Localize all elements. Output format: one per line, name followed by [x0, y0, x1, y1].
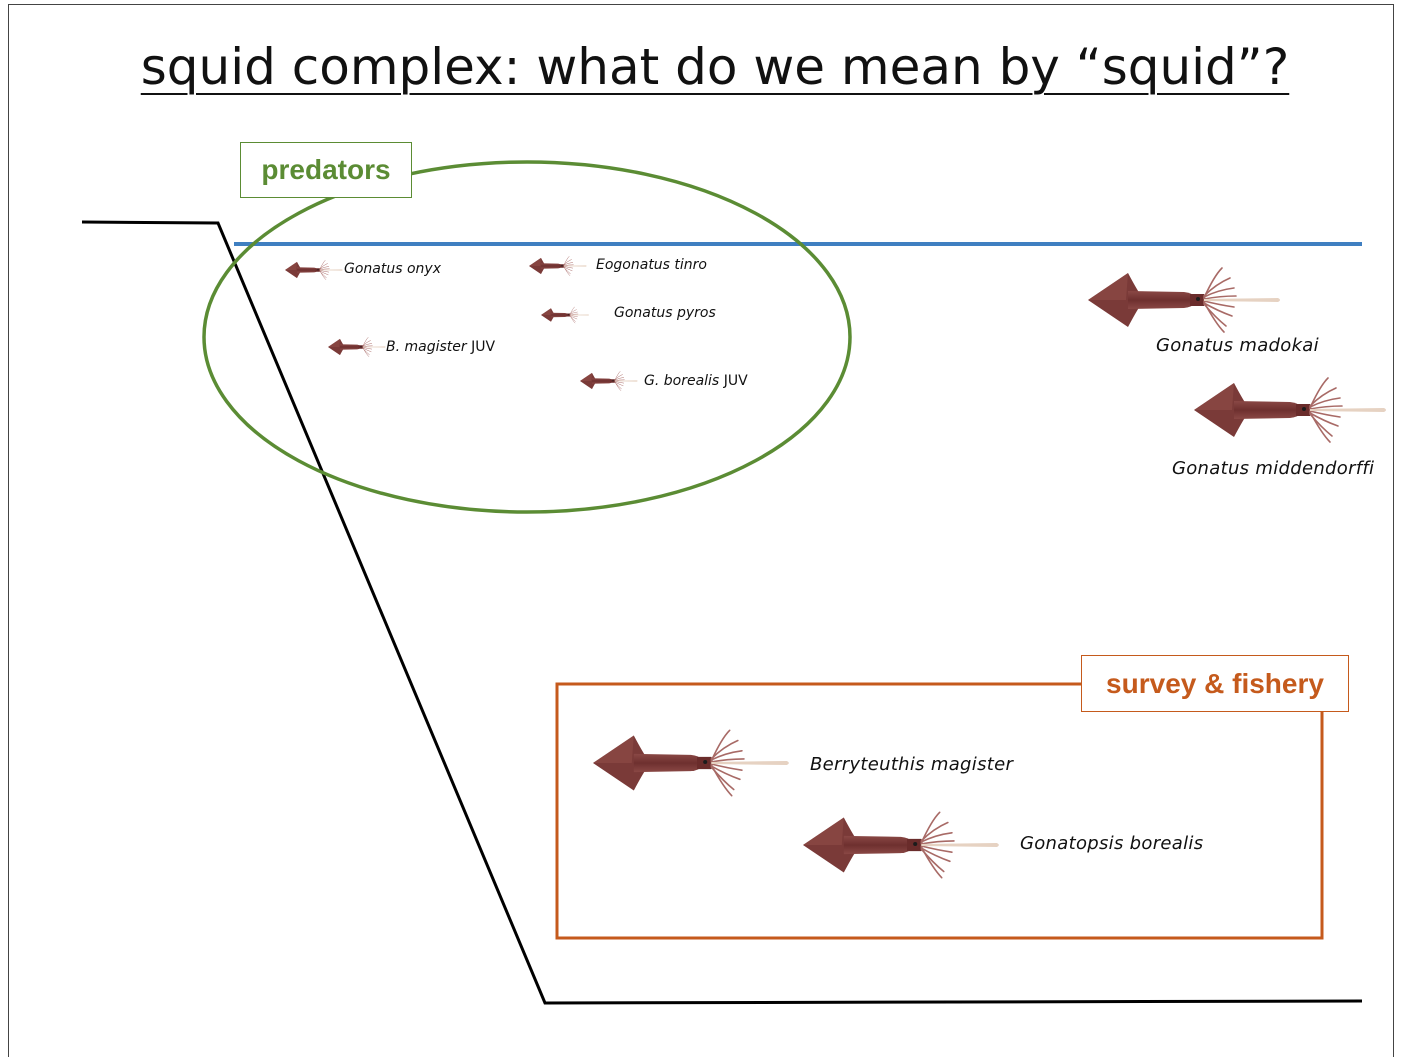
squid-gonatus-madokai — [1087, 267, 1281, 333]
seafloor-profile — [81, 220, 1363, 1005]
species-label-eogonatus-tinro: Eogonatus tinro — [596, 257, 707, 273]
species-label-b-magister-juv: B. magister JUV — [386, 339, 496, 355]
squid-eogonatus-tinro — [528, 256, 587, 276]
squid-gonatopsis-borealis — [802, 811, 1000, 879]
juvenile-tag: JUV — [723, 373, 748, 389]
species-label-gonatus-madokai: Gonatus madokai — [1156, 335, 1319, 356]
species-label-berryteuthis-magister: Berryteuthis magister — [810, 754, 1014, 775]
squid-b-magister-juv — [327, 337, 386, 357]
squid-gonatus-middendorffi — [1193, 377, 1387, 443]
squid-gonatus-pyros — [540, 306, 590, 324]
slide-title: squid complex: what do we mean by “squid… — [140, 38, 1290, 96]
squid-g-borealis-juv — [579, 371, 638, 391]
predators-ellipse — [202, 160, 852, 514]
survey-box — [555, 682, 1324, 940]
squid-gonatus-onyx — [284, 260, 343, 280]
predators-label: predators — [240, 142, 412, 198]
survey-fishery-label: survey & fishery — [1081, 655, 1349, 712]
species-label-gonatus-onyx: Gonatus onyx — [344, 261, 441, 277]
species-label-gonatus-middendorffi: Gonatus middendorffi — [1172, 458, 1375, 479]
species-label-gonatus-pyros: Gonatus pyros — [614, 305, 716, 321]
juvenile-tag: JUV — [471, 339, 496, 355]
species-label-g-borealis-juv: G. borealis JUV — [644, 373, 748, 389]
slide-frame — [8, 4, 1394, 1057]
squid-berryteuthis-magister — [592, 729, 790, 797]
species-label-gonatopsis-borealis: Gonatopsis borealis — [1020, 833, 1204, 854]
